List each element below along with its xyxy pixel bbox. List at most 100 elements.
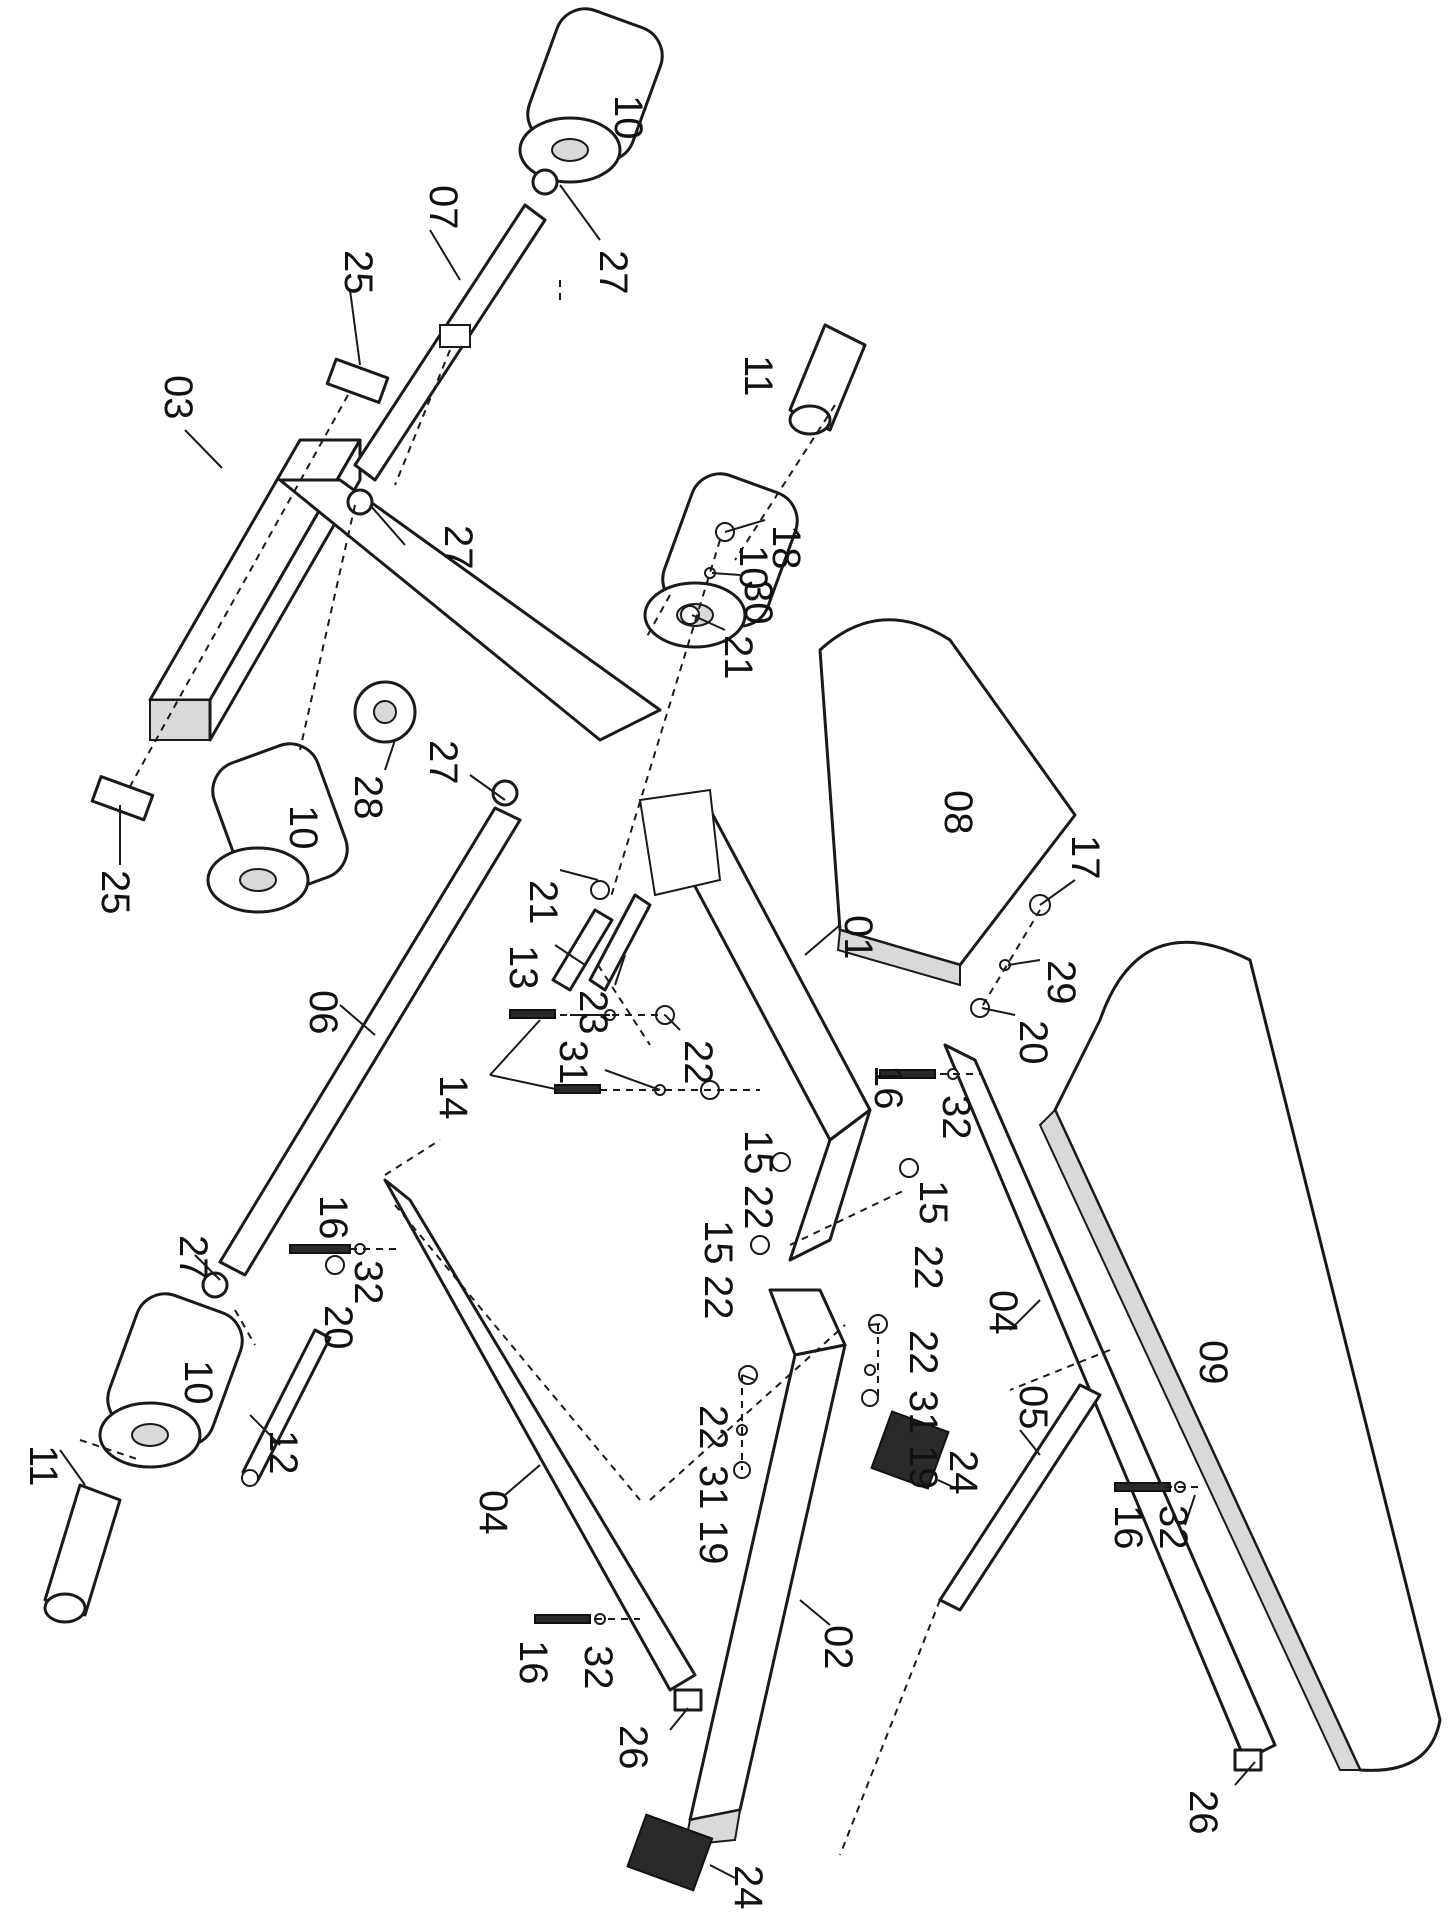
label-15-b: 15 <box>911 1180 955 1225</box>
part-13-pin <box>551 908 614 992</box>
part-10-roller-top <box>518 7 664 184</box>
label-25-top: 25 <box>336 250 380 295</box>
label-16-c: 16 <box>1106 1505 1150 1550</box>
part-19-nut-b <box>861 1389 879 1407</box>
label-10-roller-left: 10 <box>281 805 325 850</box>
label-19-b: 19 <box>691 1520 735 1565</box>
label-10-roller-top: 10 <box>606 95 650 140</box>
label-leaders <box>59 184 1256 1879</box>
part-15-bolt-a <box>771 1152 791 1172</box>
part-31-washer-d <box>864 1364 876 1376</box>
part-04-rail-right <box>943 1043 1277 1762</box>
label-32-c: 32 <box>1151 1505 1195 1550</box>
part-25-plug-top <box>325 357 390 404</box>
label-21-a: 21 <box>716 635 760 680</box>
part-20-washer-b <box>325 1255 345 1275</box>
part-01-main-frame <box>638 788 872 1262</box>
part-10-roller-mid <box>643 472 799 649</box>
label-16-b: 16 <box>311 1195 355 1240</box>
label-11-top: 11 <box>736 355 780 397</box>
part-14-bolt-b <box>554 1084 601 1094</box>
part-27-cap-a <box>531 168 559 196</box>
label-01: 01 <box>836 915 880 960</box>
label-10-roller-bottom: 10 <box>176 1360 220 1405</box>
label-15-a: 15 <box>736 1130 780 1175</box>
part-03-front-base <box>148 429 662 742</box>
label-15-c: 15 <box>696 1220 740 1265</box>
label-16-d: 16 <box>511 1640 555 1685</box>
part-26-foot-left <box>673 1688 703 1712</box>
part-15-bolt-c <box>750 1235 770 1255</box>
part-26-foot-right <box>1233 1748 1263 1772</box>
label-08-back-pad: 08 <box>936 790 980 835</box>
part-21-washer-a <box>680 605 700 625</box>
label-05: 05 <box>1011 1385 1055 1430</box>
part-25-plug-bottom <box>90 775 155 822</box>
part-12-pin <box>241 1328 332 1487</box>
label-22-f: 22 <box>691 1405 735 1450</box>
label-17: 17 <box>1063 835 1107 880</box>
label-03: 03 <box>156 375 200 420</box>
label-10-roller-mid: 10 <box>731 545 775 590</box>
label-14: 14 <box>431 1075 475 1120</box>
label-26-left: 26 <box>611 1725 655 1770</box>
part-08-back-pad <box>818 618 1077 987</box>
label-09-seat-pad: 09 <box>1191 1340 1235 1385</box>
part-27-cap-d <box>201 1271 229 1299</box>
label-07: 07 <box>421 185 465 230</box>
label-28: 28 <box>346 775 390 820</box>
label-24-mid: 24 <box>941 1450 985 1495</box>
label-24-bottom: 24 <box>726 1865 770 1910</box>
label-27-b: 27 <box>436 525 480 570</box>
part-16-bolt-a <box>879 1069 936 1079</box>
part-23-pin <box>588 893 652 992</box>
part-05-support <box>938 1383 1102 1612</box>
part-09-seat-pad <box>1038 940 1442 1772</box>
label-23: 23 <box>571 990 615 1035</box>
alignment-lines <box>79 280 1200 1856</box>
label-18: 18 <box>764 525 808 570</box>
label-12: 12 <box>261 1430 305 1475</box>
part-24-cap-mid <box>870 1410 950 1490</box>
label-31-b: 31 <box>901 1390 945 1435</box>
part-24-cap-bottom <box>626 1813 714 1892</box>
part-28-knob <box>353 680 417 744</box>
label-25-bottom: 25 <box>93 870 137 915</box>
label-27-d: 27 <box>171 1235 215 1280</box>
part-10-roller-left <box>206 742 349 914</box>
label-32-d: 32 <box>576 1645 620 1690</box>
label-20-a: 20 <box>1011 1020 1055 1065</box>
label-32-a: 32 <box>934 1095 978 1140</box>
label-30: 30 <box>736 580 780 625</box>
part-11-sleeve-bottom <box>43 1483 122 1624</box>
label-19-a: 19 <box>901 1445 945 1490</box>
label-22-d: 22 <box>696 1275 740 1320</box>
part-07-upper-roller-rod <box>353 203 547 482</box>
part-21-washer-b <box>590 880 610 900</box>
label-22-c: 22 <box>906 1245 950 1290</box>
label-29: 29 <box>1039 960 1083 1005</box>
label-21-b: 21 <box>521 880 565 925</box>
label-32-b: 32 <box>346 1260 390 1305</box>
part-16-bolt-b <box>289 1244 351 1254</box>
label-13: 13 <box>501 945 545 990</box>
label-22-b: 22 <box>736 1185 780 1230</box>
label-22-a: 22 <box>676 1040 720 1085</box>
part-06-long-rod <box>218 806 522 1277</box>
label-22-e: 22 <box>901 1330 945 1375</box>
label-06: 06 <box>301 990 345 1035</box>
part-27-cap-b <box>346 488 374 516</box>
label-20-b: 20 <box>316 1305 360 1350</box>
label-16-a: 16 <box>866 1065 910 1110</box>
label-04-left: 04 <box>471 1490 515 1535</box>
part-labels: 10 10 10 10 08 09 07 27 25 11 03 27 18 3… <box>21 95 1235 1910</box>
label-27-a: 27 <box>591 250 635 295</box>
part-16-bolt-d <box>1114 1482 1171 1492</box>
label-31-c: 31 <box>691 1465 735 1510</box>
part-02-rear-base <box>683 1288 847 1847</box>
label-31-a: 31 <box>551 1040 595 1085</box>
part-15-bolt-b <box>899 1158 919 1178</box>
part-10-roller-bottom <box>98 1292 244 1469</box>
part-14-bolt-a <box>509 1009 556 1019</box>
